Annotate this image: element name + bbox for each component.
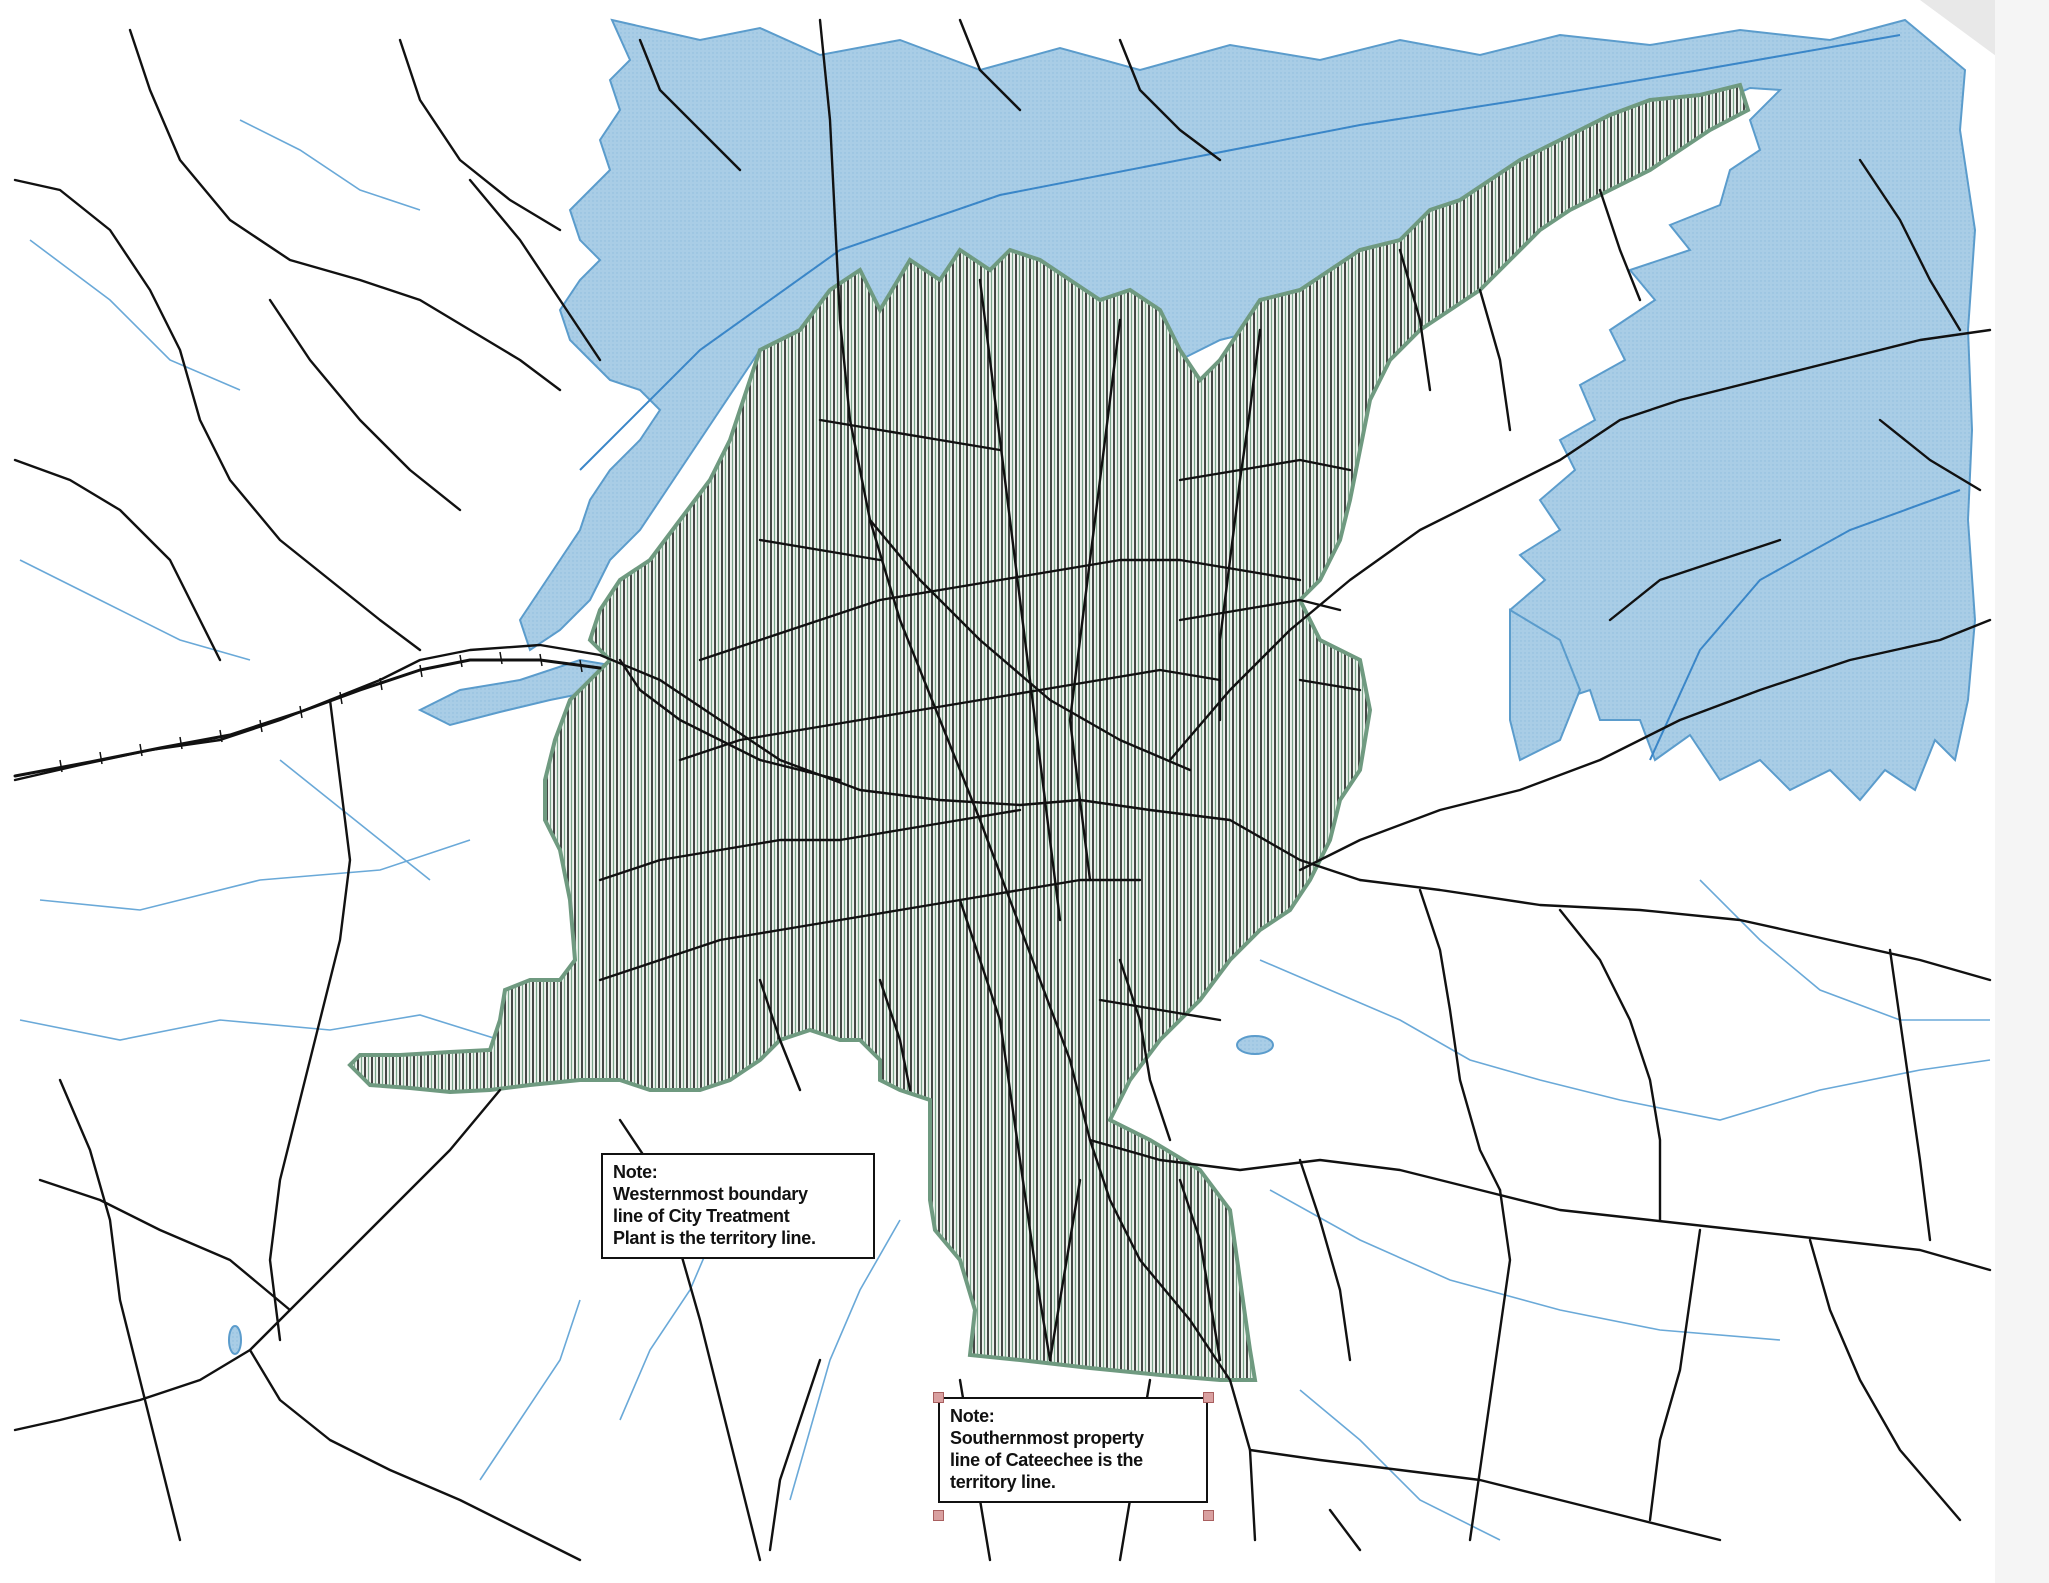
note-body: Southernmost property line of Cateechee …: [950, 1428, 1144, 1492]
note-body: Westernmost boundary line of City Treatm…: [613, 1184, 816, 1248]
note-title: Note:: [950, 1406, 995, 1426]
pond-east: [1236, 1035, 1274, 1055]
pond-south: [228, 1325, 242, 1355]
lake-channel: [579, 34, 1901, 471]
note-westernmost-boundary: Note: Westernmost boundary line of City …: [601, 1153, 875, 1259]
lake-body-east: [1509, 608, 1582, 762]
selection-handle-top-left[interactable]: [933, 1392, 944, 1403]
paper-margin-right: [1995, 0, 2049, 1583]
territory-area: [347, 82, 1751, 1382]
note-southernmost-property-line[interactable]: Note: Southernmost property line of Cate…: [938, 1397, 1208, 1503]
note-title: Note:: [613, 1162, 658, 1182]
lake-channel-east: [1649, 489, 1961, 761]
selection-handle-bottom-right[interactable]: [1203, 1510, 1214, 1521]
selection-handle-top-right[interactable]: [1203, 1392, 1214, 1403]
roads: [13, 18, 1992, 1562]
streams: [19, 119, 1991, 1541]
selection-handle-bottom-left[interactable]: [933, 1510, 944, 1521]
railroad-ties: [59, 651, 583, 773]
lake-body-north: [518, 18, 1977, 802]
